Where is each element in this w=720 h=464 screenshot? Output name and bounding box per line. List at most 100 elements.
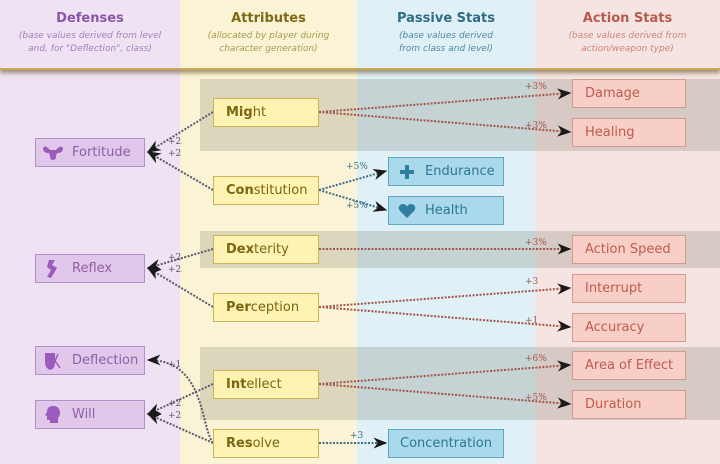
link-bonus-label: +5% [525,393,547,403]
attribute-rest: ht [252,105,267,120]
link-arrow [146,413,214,444]
attribute-rest: stitution [253,183,308,198]
action-subtitle-1: (base values derived from [568,31,687,41]
link-arrow [318,88,572,113]
action-action-speed: Action Speed [572,235,686,264]
action-interrupt: Interrupt [572,274,686,303]
column-headers: Defenses (base values derived from level… [0,0,720,70]
passive-concentration: Concentration [388,429,504,458]
action-label: Accuracy [585,320,645,335]
link-bonus-label: +2 [168,399,181,409]
defense-deflection: Deflection [35,346,145,375]
link-bonus-label: +1 [168,360,181,370]
attribute-abbrev: Int [226,377,247,392]
action-duration: Duration [572,390,686,419]
link-bonus-label: +3% [525,121,547,131]
attribute-rest: terity [254,242,289,257]
head-icon [42,405,64,424]
action-column [535,0,720,464]
action-area-of-effect: Area of Effect [572,351,686,380]
plus-icon [397,163,417,181]
attribute-abbrev: Dex [226,242,254,257]
action-label: Damage [585,86,640,101]
attribute-abbrev: Con [226,183,254,198]
link-bonus-label: +6% [525,354,547,364]
defenses-column [0,0,180,464]
attribute-abbrev: Res [226,436,253,451]
link-bonus-label: +3% [525,82,547,92]
link-arrow [146,383,214,415]
link-arrow [146,248,214,270]
defenses-header: Defenses (base values derived from level… [0,0,180,68]
link-arrow [318,189,388,212]
passive-header: Passive Stats (base values derived from … [357,0,535,68]
defense-label: Reflex [72,261,113,276]
action-healing: Healing [572,118,686,147]
passive-label: Endurance [425,164,495,179]
action-title: Action Stats [582,11,673,26]
link-bonus-label: +2 [168,411,181,421]
attribute-rest: ellect [246,377,282,392]
link-bonus-label: +5% [346,162,368,172]
link-arrow [146,267,214,308]
link-bonus-label: +3 [350,431,364,441]
passive-subtitle-1: (base values derived [399,31,493,41]
action-damage: Damage [572,79,686,108]
action-header: Action Stats (base values derived from a… [535,0,720,68]
attribute-rest: olve [252,436,280,451]
action-subtitle-2: action/weapon type) [581,44,674,54]
defense-label: Deflection [72,353,139,368]
attribute-rest: ception [250,300,300,315]
link-arrow [318,360,572,385]
passive-health: Health [388,196,504,225]
reflex-icon [42,259,64,278]
attributes-header: Attributes (allocated by player during c… [180,0,357,68]
shield-icon [42,352,64,370]
action-label: Interrupt [585,281,643,296]
link-bonus-label: +2 [168,253,181,263]
attribute-abbrev: Per [226,300,251,315]
link-arrow [318,283,572,308]
defense-fortitude: Fortitude [35,138,145,167]
passive-label: Concentration [400,436,492,451]
defenses-subtitle-2: and, for "Deflection", class) [28,44,152,54]
action-accuracy: Accuracy [572,313,686,342]
action-label: Healing [585,125,635,140]
defense-label: Fortitude [72,145,131,160]
link-bonus-label: +1 [525,316,538,326]
attributes-title: Attributes [231,11,306,26]
link-arrow [146,354,214,444]
defense-label: Will [72,407,96,422]
link-bonus-label: +2 [168,137,181,147]
link-bonus-label: +2 [168,265,181,275]
muscle-icon [42,144,64,162]
passive-subtitle-2: from class and level) [399,44,493,54]
passive-column [357,0,535,464]
link-bonus-label: +2 [168,149,181,159]
passive-title: Passive Stats [396,11,495,26]
action-label: Duration [585,397,642,412]
link-arrow [146,111,214,153]
defense-reflex: Reflex [35,254,145,283]
defense-will: Will [35,400,145,429]
attribute-abbrev: Mig [226,105,253,120]
link-bonus-label: +3% [525,238,547,248]
action-label: Area of Effect [585,358,674,373]
defenses-title: Defenses [56,11,124,26]
attributes-subtitle-2: character generation) [219,44,318,54]
action-label: Action Speed [585,242,671,257]
attributes-subtitle-1: (allocated by player during [207,31,330,41]
passive-label: Health [425,203,468,218]
link-bonus-label: +3 [525,277,539,287]
defenses-subtitle-1: (base values derived from level [18,31,162,41]
heart-icon [397,202,417,220]
link-arrow [318,169,388,191]
